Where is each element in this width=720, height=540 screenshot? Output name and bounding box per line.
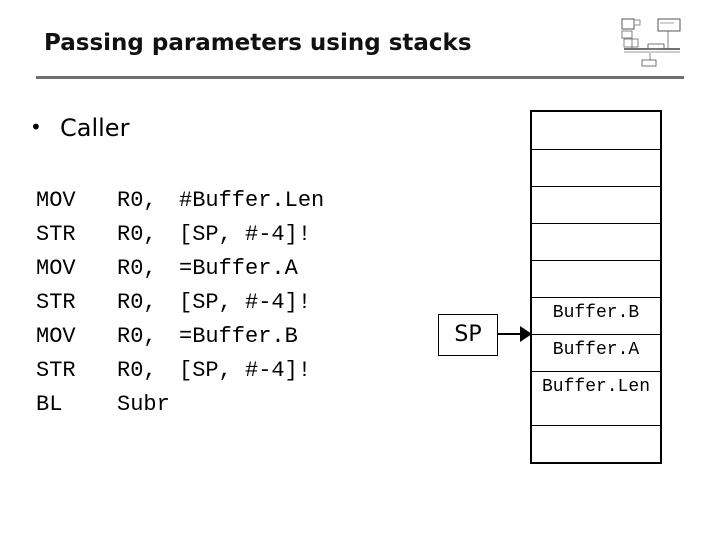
stack-cell <box>532 260 660 297</box>
opcode: STR <box>36 358 76 383</box>
operand-register: Subr <box>117 392 170 417</box>
stack-cell <box>532 425 660 462</box>
opcode: MOV <box>36 324 76 349</box>
opcode: MOV <box>36 188 76 213</box>
code-line: MOV R0, =Buffer.B <box>36 322 324 356</box>
operand-register: R0, <box>117 324 157 349</box>
code-line: MOV R0, #Buffer.Len <box>36 186 324 220</box>
stack-cell-buffer-b: Buffer.B <box>532 297 660 334</box>
code-listing: MOV R0, #Buffer.Len STR R0, [SP, #-4]! MOV R0… <box>36 186 324 424</box>
code-line: STR R0, [SP, #-4]! <box>36 220 324 254</box>
architecture-diagram-logo-icon <box>621 18 681 67</box>
bullet-text: Caller <box>60 114 130 142</box>
code-line: BL Subr <box>36 390 324 424</box>
operand-value: [SP, #-4]! <box>179 358 312 383</box>
operand-value: =Buffer.A <box>179 256 298 281</box>
operand-register: R0, <box>117 358 157 383</box>
stack-cell <box>532 149 660 186</box>
operand-value: =Buffer.B <box>179 324 298 349</box>
stack-cell-buffer-a: Buffer.A <box>532 334 660 371</box>
operand-register: R0, <box>117 222 157 247</box>
operand-value: [SP, #-4]! <box>179 290 312 315</box>
operand-register: R0, <box>117 188 157 213</box>
stack-cell <box>532 186 660 223</box>
stack-pointer-label: SP <box>438 314 498 356</box>
operand-register: R0, <box>117 290 157 315</box>
opcode: STR <box>36 222 76 247</box>
stack-cell-buffer-len: Buffer.Len <box>532 371 660 425</box>
title-divider <box>36 76 684 79</box>
operand-value: [SP, #-4]! <box>179 222 312 247</box>
bullet-caller: • Caller <box>30 114 129 142</box>
stack-cell <box>532 112 660 149</box>
opcode: BL <box>36 392 63 417</box>
stack-diagram: Buffer.B Buffer.A Buffer.Len <box>530 110 662 464</box>
code-line: MOV R0, =Buffer.A <box>36 254 324 288</box>
code-line: STR R0, [SP, #-4]! <box>36 288 324 322</box>
stack-cell <box>532 223 660 260</box>
slide-title: Passing parameters using stacks <box>44 30 472 56</box>
bullet-dot: • <box>30 115 42 139</box>
opcode: STR <box>36 290 76 315</box>
operand-register: R0, <box>117 256 157 281</box>
operand-value: #Buffer.Len <box>179 188 325 213</box>
opcode: MOV <box>36 256 76 281</box>
right-arrow-icon <box>498 326 532 342</box>
code-line: STR R0, [SP, #-4]! <box>36 356 324 390</box>
